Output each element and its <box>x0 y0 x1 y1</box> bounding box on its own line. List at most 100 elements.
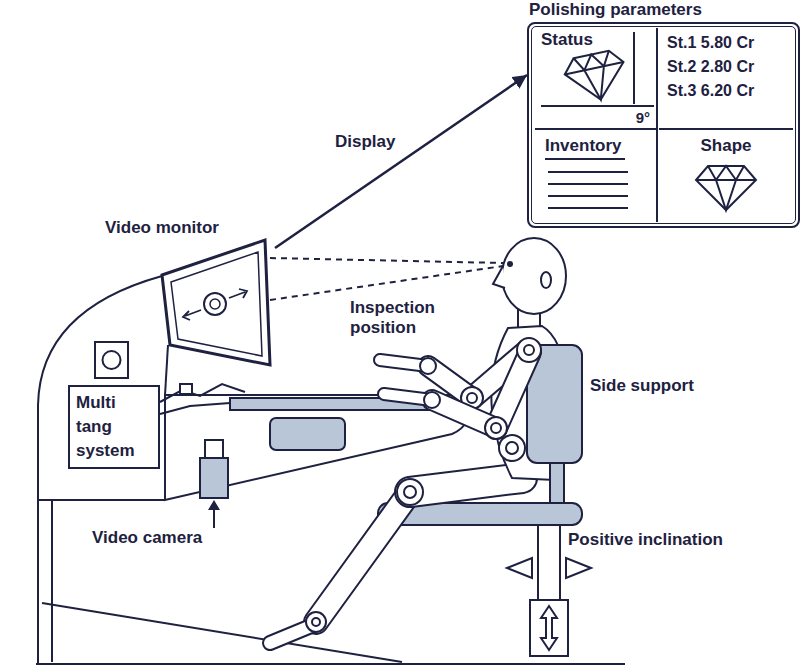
drawer <box>270 418 345 450</box>
shape-cell: Shape <box>659 130 793 222</box>
monitor-housing <box>162 240 270 365</box>
status-diamond-icon <box>562 48 630 105</box>
inventory-line <box>548 195 628 197</box>
monitor-screen <box>171 252 262 356</box>
hip-joint <box>506 442 518 454</box>
upper-arm-fill <box>496 352 530 428</box>
edge-label-anchor: Display <box>335 132 395 152</box>
ear <box>541 272 551 288</box>
part-label: Side support <box>590 376 694 396</box>
status-cell: Status 9° <box>535 28 658 130</box>
inventory-cell: Inventory <box>535 130 658 222</box>
tang-arm <box>160 384 245 402</box>
angle-line <box>633 32 635 104</box>
hip-joint <box>499 435 525 461</box>
node-heading: Multi tang system <box>76 391 152 463</box>
video-monitor: Video monitor <box>105 218 275 368</box>
tilt-arrows <box>183 289 247 320</box>
elbow-joint <box>491 423 501 433</box>
node-heading: Status <box>541 30 593 50</box>
display-arrow <box>275 75 527 248</box>
nose <box>493 266 505 288</box>
node-heading: Inventory <box>545 136 622 156</box>
cabinet-front <box>165 345 168 395</box>
tang-arm <box>160 403 230 414</box>
edge-label: Display <box>335 132 395 152</box>
thigh-fill <box>410 478 522 492</box>
stone-weight-cell: St.1 5.80 CrSt.2 2.80 CrSt.3 6.20 Cr <box>659 28 793 130</box>
node-heading: Polishing parameters <box>529 0 702 20</box>
upper-arm <box>496 352 530 428</box>
inventory-line <box>548 171 628 173</box>
inventory-line <box>548 183 628 185</box>
lower-leg-fill <box>316 492 410 622</box>
tang-control <box>95 342 128 378</box>
node-heading: St.1 5.80 Cr <box>667 31 754 55</box>
camera-body <box>200 458 228 498</box>
shape-diamond-facets <box>696 166 756 210</box>
label-anchor: Positive inclination <box>568 530 723 550</box>
part-label: Positive inclination <box>568 530 723 550</box>
camera-pointer <box>213 508 215 528</box>
tang-control-knob <box>103 351 121 369</box>
cabinet-bottom <box>38 499 165 501</box>
inclination-arrow <box>507 558 532 578</box>
chair-post <box>538 525 560 603</box>
angle-baseline <box>541 105 654 107</box>
multi-tang-box: Multi tang system <box>68 385 160 469</box>
monitor-pivot <box>204 293 226 315</box>
shoulder-joint <box>517 338 541 362</box>
label-anchor: Video camera <box>92 528 202 548</box>
wrist-joint <box>424 392 440 408</box>
console-leg <box>51 500 53 662</box>
label-anchor: Side support <box>590 376 694 396</box>
console-hood <box>38 276 162 664</box>
camera-lens <box>205 440 223 458</box>
diamond-facets <box>562 48 630 105</box>
sight-line <box>270 258 503 263</box>
node-heading: Video monitor <box>105 218 219 238</box>
node-text: 9° <box>636 109 650 127</box>
footrest-line <box>42 603 402 662</box>
node-text: St.2 2.80 Cr <box>667 55 754 79</box>
backrest-post <box>550 463 564 503</box>
monitor-outline <box>105 218 275 368</box>
head <box>502 238 566 314</box>
node-heading: Shape <box>700 136 751 156</box>
height-arrow <box>541 606 557 650</box>
elbow-joint <box>467 393 477 403</box>
eye <box>507 261 513 267</box>
thigh <box>410 478 522 492</box>
wrist-joint <box>420 358 436 374</box>
knee-joint <box>404 486 416 498</box>
part-label: Inspection position <box>350 298 450 338</box>
label-anchor: Inspection position <box>350 298 450 338</box>
knee-joint <box>397 479 423 505</box>
ankle-joint <box>312 618 320 626</box>
inclination-arrow <box>566 558 591 578</box>
inventory-line <box>548 207 628 209</box>
node-text: St.3 6.20 Cr <box>667 79 754 103</box>
part-label: Video camera <box>92 528 202 548</box>
shoulder-joint <box>524 345 534 355</box>
tang-holder <box>180 384 192 394</box>
panel-frame <box>527 22 800 228</box>
diamond-outline <box>562 48 630 105</box>
monitor-pivot <box>210 299 220 309</box>
ankle-joint <box>306 612 326 632</box>
panel-inner-frame <box>531 26 796 224</box>
sight-line <box>270 266 503 300</box>
elbow-joint <box>485 417 507 439</box>
display-panel: Polishing parametersStatus 9° St.1 5.80 Cr… <box>527 0 800 228</box>
chair-base <box>530 600 568 656</box>
camera-pointer-head <box>208 500 220 510</box>
floor-line <box>36 663 625 665</box>
inventory-underline <box>545 158 625 160</box>
lower-leg <box>316 492 410 622</box>
shape-diamond-icon <box>696 166 756 210</box>
